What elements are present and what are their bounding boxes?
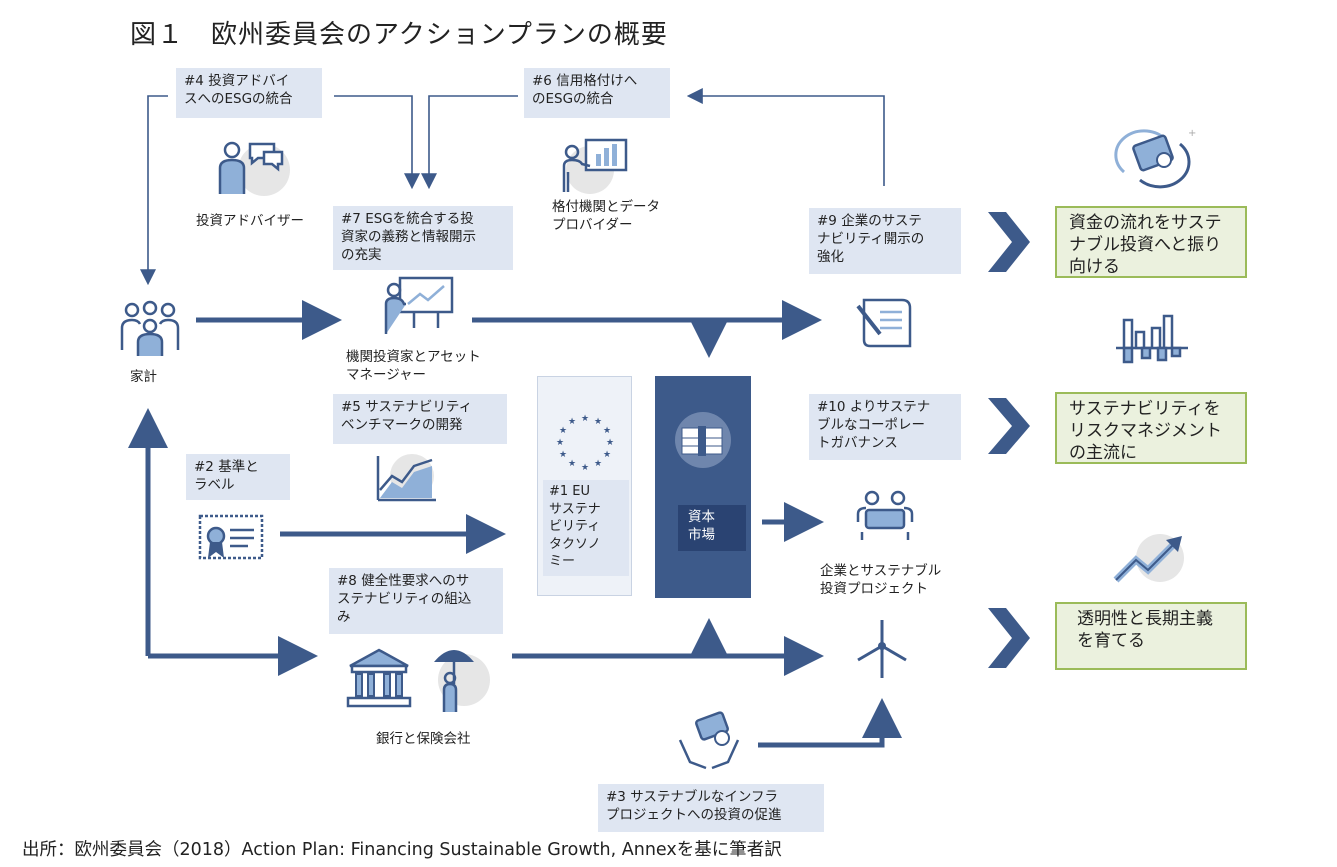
- action-8-box: #8 健全性要求へのサ ステナビリティの組込 み: [329, 568, 503, 634]
- line-9-to-6: [686, 88, 885, 186]
- action-3-box: #3 サステナブルなインフラ プロジェクトへの投資の促進: [598, 784, 824, 832]
- advisor-label: 投資アドバイザー: [196, 213, 304, 229]
- chevron-icon: [988, 608, 1030, 668]
- co2-cycle-icon: +: [1114, 128, 1196, 189]
- svg-text:★: ★: [594, 459, 602, 469]
- advisor-icon: [218, 141, 290, 196]
- action-5-box: #5 サステナビリティ ベンチマークの開発: [333, 394, 507, 444]
- presentation-icon: [384, 276, 454, 334]
- money-icon: [675, 412, 731, 468]
- svg-text:+: +: [1188, 128, 1196, 139]
- growth-arrow-icon: [1113, 534, 1184, 583]
- chevron-icon: [988, 212, 1030, 272]
- bank-icon: [346, 648, 412, 708]
- benchmark-chart-icon: [376, 454, 436, 502]
- meeting-icon: [856, 490, 914, 540]
- line-4-to-7: [334, 95, 420, 190]
- hands-co2-icon: [678, 711, 740, 770]
- institutional-label: 機関投資家とアセット マネージャー: [346, 349, 481, 384]
- action-4-box: #4 投資アドバイ スへのESGの統合: [176, 68, 322, 118]
- action-2-box: #2 基準と ラベル: [186, 454, 290, 500]
- goal-1-box: 資金の流れをサステ ナブル投資へと振り 向ける: [1055, 206, 1247, 278]
- svg-text:★: ★: [559, 450, 567, 460]
- line-4-to-household: [140, 95, 168, 286]
- action-6-box: #6 信用格付けへ のESGの統合: [524, 68, 670, 118]
- page-title: 図１ 欧州委員会のアクションプランの概要: [130, 20, 668, 50]
- svg-text:★: ★: [568, 417, 576, 427]
- certificate-icon: [198, 514, 264, 560]
- svg-text:★: ★: [556, 438, 564, 448]
- eu-flag-icon: ★★★ ★★★ ★★★ ★★★: [556, 414, 614, 472]
- chevron-icon: [988, 398, 1030, 454]
- rating-label: 格付機関とデータ プロバイダー: [552, 199, 660, 234]
- goal-3-box: 透明性と長期主義 を育てる: [1055, 602, 1247, 670]
- goal-2-box: サステナビリティを リスクマネジメント の主流に: [1055, 392, 1247, 464]
- banks-label: 銀行と保険会社: [376, 731, 471, 747]
- wind-turbine-icon: [857, 620, 907, 678]
- svg-text:★: ★: [606, 438, 614, 448]
- svg-text:★: ★: [568, 459, 576, 469]
- arrow-infra-turbine: [758, 698, 902, 748]
- household-label: 家計: [130, 369, 157, 385]
- line-6-to-7: [421, 95, 518, 190]
- rating-chart-icon: [562, 138, 628, 194]
- umbrella-icon: [434, 650, 490, 712]
- action-10-box: #10 よりサステナ ブルなコーポレー トガバナンス: [809, 394, 961, 460]
- household-icon: [120, 300, 180, 356]
- capital-market-label: 資本 市場: [678, 505, 746, 551]
- svg-text:★: ★: [581, 463, 589, 472]
- svg-text:★: ★: [559, 426, 567, 436]
- svg-text:★: ★: [594, 417, 602, 427]
- action-9-box: #9 企業のサステ ナビリティ開示の 強化: [809, 208, 961, 274]
- svg-text:★: ★: [603, 450, 611, 460]
- svg-text:★: ★: [581, 414, 589, 424]
- action-7-box: #7 ESGを統合する投 資家の義務と情報開示 の充実: [333, 206, 513, 270]
- action-1-box: #1 EU サステナ ビリティ タクソノ ミー: [543, 480, 629, 576]
- bar-chart-icon: [1116, 314, 1188, 364]
- companies-label: 企業とサステナブル 投資プロジェクト: [820, 563, 942, 598]
- svg-text:★: ★: [603, 426, 611, 436]
- source-note: 出所：欧州委員会（2018）Action Plan: Financing Sus…: [22, 840, 782, 860]
- contract-icon: [856, 298, 912, 348]
